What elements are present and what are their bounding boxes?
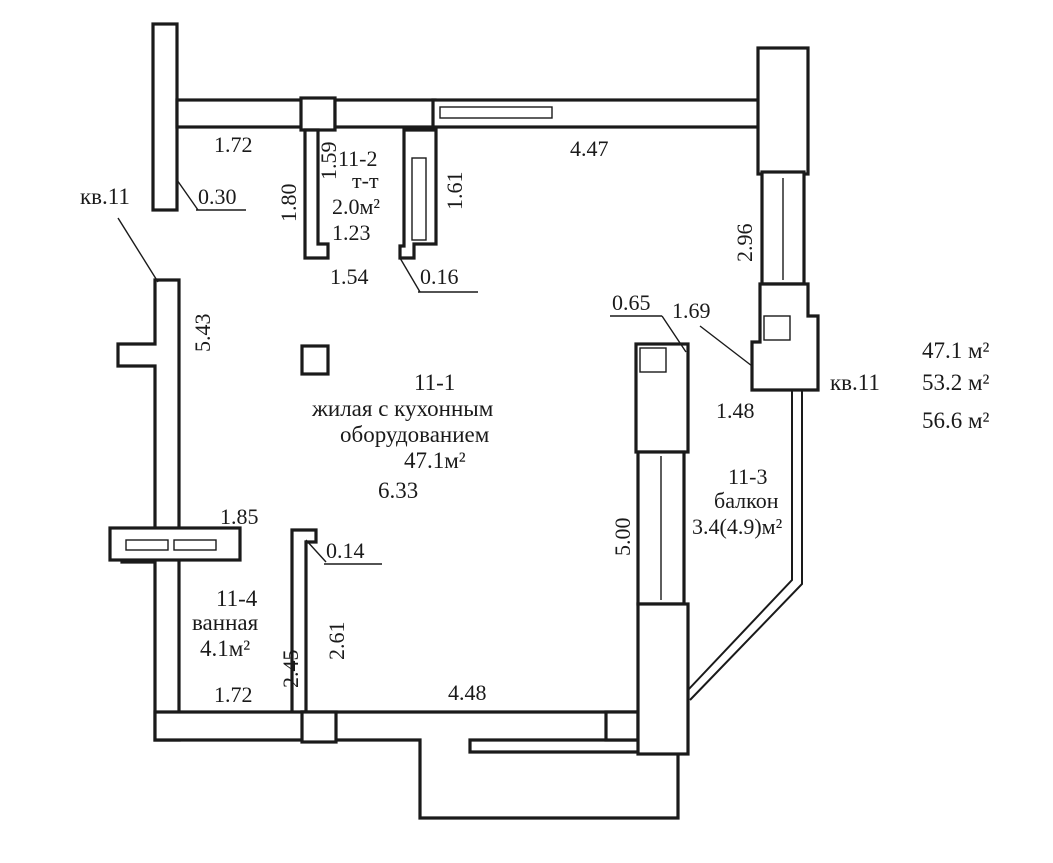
balcony-area: 3.4(4.9)м² xyxy=(692,514,783,539)
bath-left-glass-2 xyxy=(173,539,217,551)
balcony-outline xyxy=(687,390,793,691)
wall-balcony-column xyxy=(634,342,690,454)
apartment-label-left: кв.11 xyxy=(80,184,130,209)
dim-balcony-length: 5.00 xyxy=(610,518,635,557)
dim-balcony-top: 1.48 xyxy=(716,398,755,423)
bath-area: 4.1м² xyxy=(200,636,250,661)
toilet-code: 11-2 xyxy=(338,146,378,171)
wall-balcony-lower-pier xyxy=(636,602,690,756)
window-top xyxy=(431,98,762,129)
dim-wall-thickness: 0.30 xyxy=(198,184,237,209)
balcony-column-inner xyxy=(639,347,667,373)
leader-apt-left xyxy=(117,217,159,283)
dim-bath-offset: 0.14 xyxy=(326,538,365,563)
window-top-glass xyxy=(439,106,553,119)
living-name-2: оборудованием xyxy=(340,422,490,447)
dim-living-depth: 6.33 xyxy=(378,478,418,503)
labels: кв.11 кв.11 47.1 м² 53.2 м² 56.6 м² 1.72… xyxy=(80,132,990,707)
wall-bath-left-element xyxy=(108,526,242,562)
dim-top-left: 1.72 xyxy=(214,132,253,157)
leader-016 xyxy=(399,257,421,293)
wall-toilet-left xyxy=(303,128,330,260)
leader-014 xyxy=(305,539,327,563)
bath-name: ванная xyxy=(192,610,259,635)
leader-169 xyxy=(699,325,753,367)
wall-top-middle xyxy=(333,98,437,129)
dim-toilet-height: 1.80 xyxy=(276,184,301,223)
wall-bottom-column xyxy=(300,710,338,744)
toilet-vent xyxy=(411,157,427,241)
dim-column-right: 1.69 xyxy=(672,298,711,323)
dim-toilet-width: 1.23 xyxy=(332,220,371,245)
dim-toilet-inner-height: 1.59 xyxy=(316,142,341,181)
area-total-2: 53.2 м² xyxy=(922,370,990,395)
wall-bottom xyxy=(153,710,680,820)
bath-code: 11-4 xyxy=(216,586,258,611)
living-code: 11-1 xyxy=(414,370,455,395)
dim-column: 0.65 xyxy=(612,290,651,315)
area-total-1: 47.1 м² xyxy=(922,338,990,363)
dim-bottom-right: 4.48 xyxy=(448,680,487,705)
toilet-name: т-т xyxy=(352,168,379,193)
living-column xyxy=(300,344,330,376)
dim-toilet-offset: 0.16 xyxy=(420,264,459,289)
leaders xyxy=(117,179,753,565)
dim-bottom-left: 1.72 xyxy=(214,682,253,707)
leader-030 xyxy=(176,179,199,211)
balcony-name: балкон xyxy=(714,488,779,513)
wall-bottom-right-column xyxy=(604,710,640,742)
living-name-1: жилая с кухонным xyxy=(311,396,494,421)
area-total-3: 56.6 м² xyxy=(922,408,990,433)
balcony-outline-inner xyxy=(689,390,803,701)
leader-065 xyxy=(661,315,687,353)
dim-bath-top: 1.85 xyxy=(220,504,259,529)
living-area: 47.1м² xyxy=(404,448,466,473)
wall-toilet-column xyxy=(299,96,337,132)
balcony-code: 11-3 xyxy=(728,464,768,489)
dim-toilet-bottom: 1.54 xyxy=(330,264,369,289)
dim-bath-inner-height: 2.61 xyxy=(324,622,349,661)
column-right-inner xyxy=(763,315,791,341)
bath-left-glass-1 xyxy=(125,539,169,551)
dim-left-wall: 5.43 xyxy=(190,314,215,353)
wall-top-left xyxy=(175,98,307,129)
wall-toilet-right xyxy=(398,128,438,260)
wall-left xyxy=(116,278,181,742)
dim-toilet-right-height: 1.61 xyxy=(442,172,467,211)
wall-top-right-pier xyxy=(756,46,810,176)
dim-bath-height: 2.45 xyxy=(278,650,303,689)
toilet-area: 2.0м² xyxy=(332,194,380,219)
walls xyxy=(108,22,820,820)
wall-right-column xyxy=(750,282,820,392)
wall-top-left-stub xyxy=(151,22,179,212)
dim-window-right: 2.96 xyxy=(732,224,757,263)
apartment-label-right: кв.11 xyxy=(830,370,880,395)
dim-top-right: 4.47 xyxy=(570,136,609,161)
